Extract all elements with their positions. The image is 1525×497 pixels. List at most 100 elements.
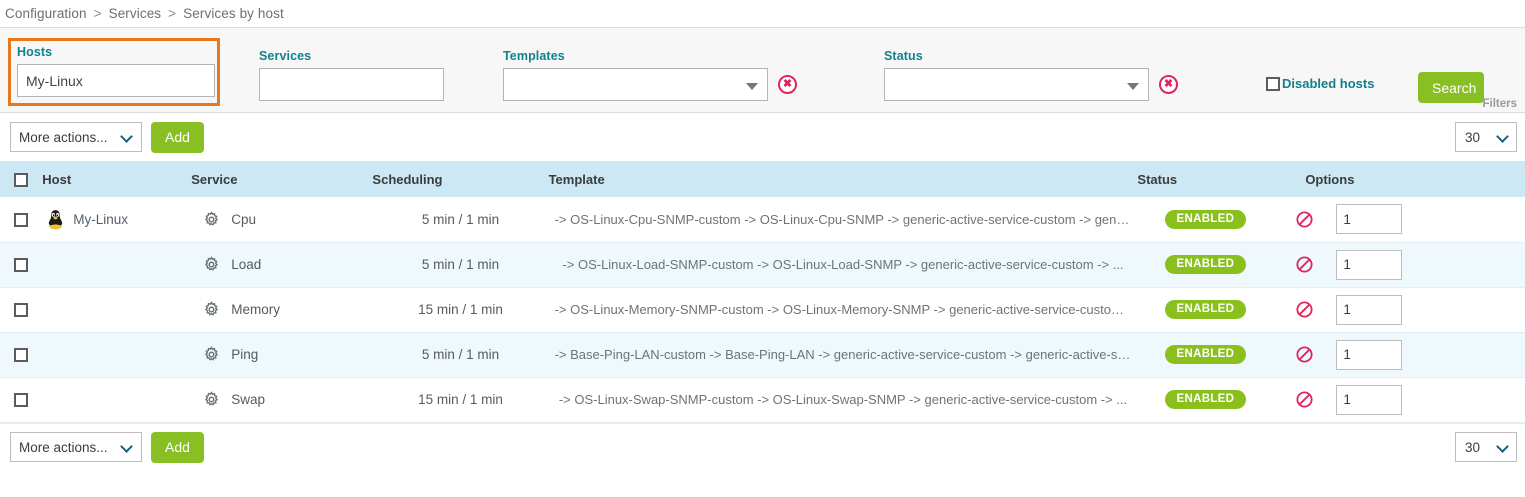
gear-icon bbox=[203, 301, 220, 318]
chevron-down-icon bbox=[120, 130, 133, 143]
row-options-cell bbox=[1273, 377, 1525, 423]
row-scheduling: 5 min / 1 min bbox=[372, 332, 549, 378]
row-template-cell: -> OS-Linux-Swap-SNMP-custom -> OS-Linux… bbox=[548, 377, 1138, 423]
tux-linux-icon bbox=[46, 209, 65, 230]
option-value-input[interactable] bbox=[1336, 384, 1403, 415]
filter-panel: Hosts Services Templates ✖ Status ✖ Disa… bbox=[0, 27, 1525, 113]
filter-hosts: Hosts bbox=[8, 38, 220, 106]
add-button-top[interactable]: Add bbox=[151, 121, 204, 153]
row-scheduling: 15 min / 1 min bbox=[372, 287, 549, 333]
row-host-cell bbox=[42, 242, 192, 288]
option-value-input[interactable] bbox=[1336, 204, 1403, 235]
table-row: Load 5 min / 1 min -> OS-Linux-Load-SNMP… bbox=[0, 242, 1525, 288]
deny-icon[interactable] bbox=[1295, 300, 1314, 319]
row-service-name[interactable]: Memory bbox=[231, 302, 280, 317]
hosts-input[interactable] bbox=[17, 64, 215, 97]
row-template-cell: -> OS-Linux-Cpu-SNMP-custom -> OS-Linux-… bbox=[548, 197, 1138, 243]
chevron-down-icon bbox=[120, 440, 133, 453]
row-checkbox[interactable] bbox=[14, 303, 28, 318]
row-template: -> OS-Linux-Swap-SNMP-custom -> OS-Linux… bbox=[558, 392, 1128, 407]
column-header-service[interactable]: Service bbox=[191, 161, 373, 197]
table-row: Ping 5 min / 1 min -> Base-Ping-LAN-cust… bbox=[0, 332, 1525, 378]
row-host-name[interactable]: My-Linux bbox=[73, 211, 129, 227]
row-status-cell: ENABLED bbox=[1137, 377, 1274, 423]
templates-select[interactable] bbox=[503, 68, 768, 101]
row-select-cell bbox=[0, 287, 43, 333]
add-button-bottom[interactable]: Add bbox=[151, 431, 204, 463]
toolbar-bottom: More actions... Add 30 bbox=[0, 422, 1525, 471]
row-options-cell bbox=[1273, 332, 1525, 378]
table-row: My-Linux Cpu 5 min / 1 min -> OS-Linux-C… bbox=[0, 197, 1525, 243]
row-host-cell bbox=[42, 332, 192, 378]
row-template: -> OS-Linux-Memory-SNMP-custom -> OS-Lin… bbox=[554, 302, 1138, 317]
row-checkbox[interactable] bbox=[14, 393, 28, 408]
row-template-cell: -> Base-Ping-LAN-custom -> Base-Ping-LAN… bbox=[548, 332, 1138, 378]
row-checkbox[interactable] bbox=[14, 258, 28, 273]
services-input[interactable] bbox=[259, 68, 444, 101]
more-actions-select-bottom[interactable]: More actions... bbox=[10, 432, 142, 462]
option-value-input[interactable] bbox=[1336, 294, 1403, 325]
templates-clear-icon[interactable]: ✖ bbox=[778, 75, 797, 94]
status-badge: ENABLED bbox=[1164, 300, 1247, 319]
row-scheduling: 15 min / 1 min bbox=[372, 377, 549, 423]
column-header-scheduling[interactable]: Scheduling bbox=[372, 161, 549, 197]
hosts-highlight-box: Hosts bbox=[8, 38, 220, 106]
select-all-header bbox=[0, 161, 43, 197]
deny-icon[interactable] bbox=[1295, 390, 1314, 409]
status-select[interactable] bbox=[884, 68, 1149, 101]
chevron-down-icon bbox=[746, 82, 758, 90]
filter-status: Status ✖ bbox=[884, 49, 1178, 101]
table-header: Host Service Scheduling Template Status … bbox=[0, 161, 1525, 197]
column-header-status[interactable]: Status bbox=[1137, 161, 1274, 197]
row-checkbox[interactable] bbox=[14, 348, 28, 363]
toolbar-top: More actions... Add 30 bbox=[0, 113, 1525, 161]
filter-services-label: Services bbox=[259, 49, 312, 63]
disabled-hosts-label: Disabled hosts bbox=[1282, 76, 1375, 91]
breadcrumb: Configuration > Services > Services by h… bbox=[0, 0, 1525, 27]
deny-icon[interactable] bbox=[1295, 345, 1314, 364]
more-actions-select-top[interactable]: More actions... bbox=[10, 122, 142, 152]
table-row: Swap 15 min / 1 min -> OS-Linux-Swap-SNM… bbox=[0, 377, 1525, 423]
column-header-host[interactable]: Host bbox=[42, 161, 192, 197]
row-service-name[interactable]: Swap bbox=[231, 392, 266, 407]
deny-icon[interactable] bbox=[1295, 210, 1314, 229]
gear-icon bbox=[203, 256, 220, 273]
row-service-name[interactable]: Ping bbox=[231, 347, 259, 362]
search-button-wrap: Search bbox=[1418, 72, 1484, 103]
status-badge: ENABLED bbox=[1164, 345, 1247, 364]
row-template: -> OS-Linux-Load-SNMP-custom -> OS-Linux… bbox=[562, 257, 1124, 272]
table-header-row: Host Service Scheduling Template Status … bbox=[0, 161, 1525, 197]
filter-hosts-label: Hosts bbox=[17, 45, 53, 59]
select-all-checkbox[interactable] bbox=[14, 172, 28, 187]
row-checkbox[interactable] bbox=[14, 212, 28, 227]
option-value-input[interactable] bbox=[1336, 339, 1403, 370]
option-value-input[interactable] bbox=[1336, 249, 1403, 280]
row-host-cell: My-Linux bbox=[42, 197, 192, 243]
search-button[interactable]: Search bbox=[1418, 72, 1484, 103]
breadcrumb-item-configuration[interactable]: Configuration bbox=[5, 6, 87, 21]
deny-icon[interactable] bbox=[1295, 255, 1314, 274]
chevron-down-icon bbox=[1496, 440, 1509, 453]
chevron-down-icon bbox=[1496, 130, 1509, 143]
page-size-select-top[interactable]: 30 bbox=[1455, 122, 1517, 152]
status-badge: ENABLED bbox=[1164, 209, 1247, 229]
row-status-cell: ENABLED bbox=[1137, 287, 1274, 333]
row-service-name[interactable]: Load bbox=[231, 257, 262, 272]
column-header-options[interactable]: Options bbox=[1273, 161, 1525, 197]
row-select-cell bbox=[0, 242, 43, 288]
row-host-cell bbox=[42, 287, 192, 333]
page-size-value-top: 30 bbox=[1465, 129, 1481, 145]
status-clear-icon[interactable]: ✖ bbox=[1159, 75, 1178, 94]
table-row: Memory 15 min / 1 min -> OS-Linux-Memory… bbox=[0, 287, 1525, 333]
breadcrumb-item-services[interactable]: Services bbox=[108, 6, 162, 21]
breadcrumb-item-services-by-host[interactable]: Services by host bbox=[183, 6, 284, 21]
disabled-hosts-checkbox[interactable] bbox=[1266, 76, 1280, 91]
row-status-cell: ENABLED bbox=[1137, 332, 1274, 378]
services-table: Host Service Scheduling Template Status … bbox=[0, 161, 1525, 423]
page-size-select-bottom[interactable]: 30 bbox=[1455, 432, 1517, 462]
row-service-name[interactable]: Cpu bbox=[231, 211, 256, 227]
table-body: My-Linux Cpu 5 min / 1 min -> OS-Linux-C… bbox=[0, 197, 1525, 423]
disabled-hosts-toggle[interactable]: Disabled hosts bbox=[1266, 76, 1374, 91]
column-header-template[interactable]: Template bbox=[548, 161, 1138, 197]
row-options-cell bbox=[1273, 242, 1525, 288]
